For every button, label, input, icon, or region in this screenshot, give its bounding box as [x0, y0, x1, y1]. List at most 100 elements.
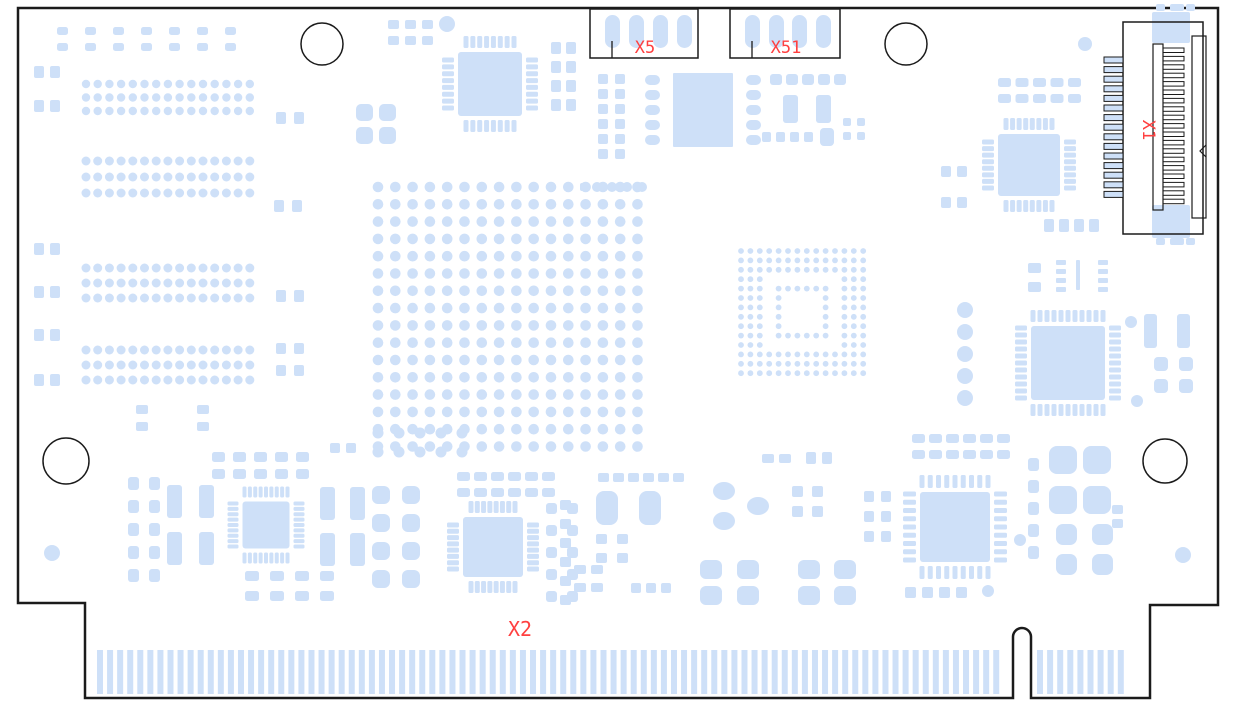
- pad-array: [762, 132, 813, 142]
- smd-pad: [167, 532, 182, 565]
- mounting-hole: [42, 437, 90, 485]
- via-pad: [1125, 316, 1137, 328]
- mounting-hole: [884, 22, 928, 66]
- dot-array: [957, 302, 973, 406]
- pad-array: [276, 290, 304, 302]
- pad-array: [1028, 263, 1041, 292]
- pad-array: [806, 452, 832, 464]
- qfp-footprint: [903, 475, 1007, 579]
- pad-array: [276, 112, 304, 124]
- pad-array: [34, 374, 60, 386]
- pad-array: [1154, 357, 1193, 393]
- pad-array: [864, 491, 891, 542]
- smd-pad: [1076, 260, 1080, 290]
- pad-array: [1098, 260, 1108, 292]
- via-pad: [1014, 534, 1026, 546]
- qfp-footprint: [982, 118, 1076, 212]
- smd-pad: [783, 95, 798, 123]
- connector-x5: X5: [589, 8, 699, 59]
- pad-array: [574, 565, 603, 592]
- pad-array: [330, 443, 356, 453]
- pad-array: [762, 454, 791, 463]
- designator-x2: X2: [508, 617, 532, 641]
- smd-pad: [320, 533, 335, 566]
- dot-array: [81, 156, 255, 198]
- pad-array: [631, 583, 671, 593]
- qfp-footprint: [1015, 310, 1121, 416]
- pad-array: [245, 571, 334, 601]
- pad-array: [34, 329, 60, 341]
- qfp-footprint: [442, 36, 538, 132]
- pad-array: [457, 472, 555, 497]
- pad-array: [57, 27, 236, 51]
- designator-x2: X2: [508, 617, 532, 641]
- smd-pad: [1177, 314, 1190, 348]
- pad-array: [1049, 446, 1111, 514]
- dot-array: [372, 181, 643, 452]
- designator-x5: X5: [635, 38, 655, 58]
- via-pad: [1078, 37, 1092, 51]
- pad-array: [274, 200, 302, 212]
- edge-connector-fingers: [97, 650, 1000, 694]
- board-outline: [16, 6, 1220, 700]
- pad-array: [941, 166, 967, 177]
- qfp-footprint: [447, 501, 539, 593]
- connector-x1: X1: [1103, 4, 1207, 245]
- bga-footprint-hollow: [738, 248, 867, 377]
- oval-pad: [747, 497, 769, 515]
- smd-pad: [820, 128, 834, 146]
- pad-array: [34, 243, 60, 255]
- pad-array: [998, 78, 1081, 103]
- pad-array: [212, 452, 309, 479]
- pad-array: [798, 560, 856, 605]
- oval-pad: [713, 482, 735, 500]
- designator-x51: X51: [771, 38, 802, 58]
- pad-array: [1028, 458, 1039, 559]
- mounting-hole: [1142, 438, 1188, 484]
- pad-array: [596, 534, 628, 563]
- via-pad: [1131, 395, 1143, 407]
- via-pad: [982, 585, 994, 597]
- pad-array: [560, 500, 571, 605]
- via-pad: [1175, 547, 1191, 563]
- pad-array: [1056, 524, 1113, 575]
- via-pad: [44, 545, 60, 561]
- mounting-hole: [300, 22, 344, 66]
- pad-array: [905, 587, 967, 598]
- pad-array: [197, 405, 209, 431]
- smd-pad: [167, 485, 182, 518]
- pad-array: [941, 197, 967, 208]
- pad-array: [1044, 219, 1099, 232]
- pad-array: [598, 473, 684, 482]
- pad-array: [792, 486, 823, 517]
- designator-x1: X1: [1138, 120, 1158, 140]
- smd-pad: [639, 491, 661, 525]
- pad-array: [843, 118, 865, 140]
- via-pad: [439, 16, 455, 32]
- pad-array: [34, 66, 60, 112]
- qfp-footprint: [227, 486, 305, 564]
- pad-array: [356, 104, 396, 144]
- pad-array: [34, 286, 60, 298]
- pad-array: [770, 74, 846, 85]
- dot-array: [81, 79, 254, 116]
- connector-x51: X51: [729, 8, 841, 59]
- smd-pad: [1144, 314, 1157, 348]
- dot-array: [81, 345, 255, 385]
- soic-footprint: [645, 73, 761, 147]
- smd-pad: [199, 532, 214, 565]
- pad-array: [136, 405, 148, 431]
- smd-pad: [350, 533, 365, 566]
- dot-array: [372, 427, 468, 458]
- pad-array: [128, 477, 160, 582]
- edge-connector-fingers: [1037, 650, 1124, 694]
- smd-pad: [816, 95, 831, 123]
- smd-pad: [199, 485, 214, 518]
- pad-array: [551, 42, 576, 111]
- pad-array: [372, 486, 420, 588]
- dot-array: [81, 263, 255, 303]
- oval-pad: [713, 512, 735, 530]
- pad-array: [1112, 505, 1123, 528]
